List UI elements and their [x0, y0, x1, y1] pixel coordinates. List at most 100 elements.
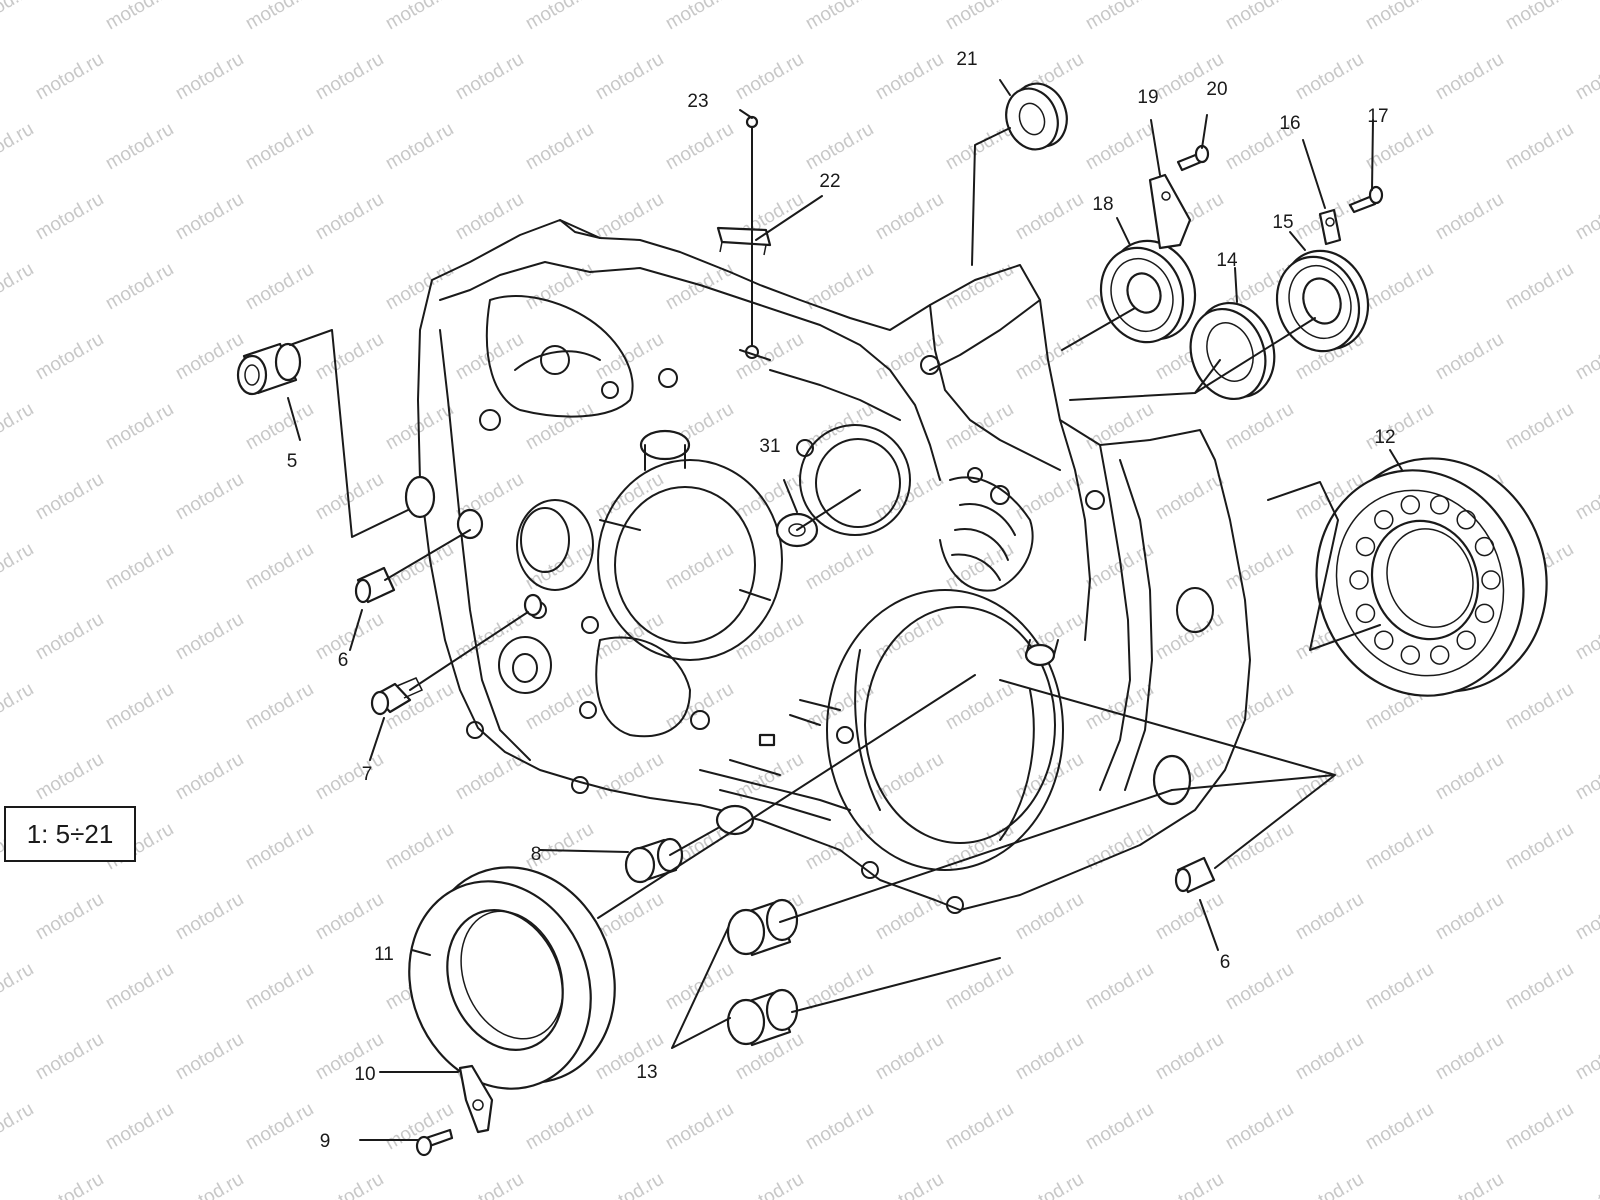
- watermark-text: motod.ru: [522, 679, 597, 735]
- watermark-text: motod.ru: [102, 119, 177, 175]
- scale-label: 1: 5÷21: [26, 818, 114, 849]
- watermark-text: motod.ru: [1362, 819, 1437, 875]
- watermark-text: motod.ru: [312, 609, 387, 665]
- crankcase-half: [404, 219, 1251, 914]
- callout-labels: 5 6 7 8 9 10 11 12 13 14 15 16 17 18 19 …: [287, 49, 1396, 1152]
- watermark-text: motod.ru: [942, 959, 1017, 1015]
- watermark-text: motod.ru: [452, 1169, 527, 1200]
- watermark-text: motod.ru: [172, 329, 247, 385]
- watermark-text: motod.ru: [1012, 329, 1087, 385]
- watermark-text: motod.ru: [1572, 889, 1600, 945]
- watermark-text: motod.ru: [1222, 679, 1297, 735]
- part-18-bearing: [1099, 239, 1197, 344]
- watermark-text: motod.ru: [1222, 0, 1297, 34]
- watermark-text: motod.ru: [662, 1099, 737, 1155]
- watermark-text: motod.ru: [802, 539, 877, 595]
- watermark-text: motod.ru: [1502, 959, 1577, 1015]
- callout-14: 14: [1216, 250, 1238, 271]
- bearing-roller: [1400, 495, 1421, 515]
- part-5-bushing: [236, 342, 302, 396]
- watermark-text: motod.ru: [0, 959, 37, 1015]
- callout-31: 31: [759, 436, 780, 457]
- watermark-text: motod.ru: [1222, 399, 1297, 455]
- watermark-text: motod.ru: [172, 609, 247, 665]
- watermark-text: motod.ru: [1432, 749, 1507, 805]
- watermark-text: motod.ru: [942, 0, 1017, 34]
- watermark-text: motod.ru: [1362, 399, 1437, 455]
- watermark-text: motod.ru: [102, 0, 177, 34]
- callout-7: 7: [362, 764, 373, 785]
- watermark-text: motod.ru: [1152, 609, 1227, 665]
- watermark-text: motod.ru: [1152, 1169, 1227, 1200]
- watermark-text: motod.ru: [1152, 889, 1227, 945]
- watermark-text: motod.ru: [1572, 749, 1600, 805]
- callout-11: 11: [374, 944, 394, 965]
- watermark-text: motod.ru: [592, 749, 667, 805]
- watermark-text: motod.ru: [172, 749, 247, 805]
- watermark-text: motod.ru: [1362, 259, 1437, 315]
- watermark-text: motod.ru: [102, 259, 177, 315]
- bearing-roller: [1355, 536, 1376, 557]
- watermark-text: motod.ru: [872, 189, 947, 245]
- part-6-dowel-left: [354, 566, 396, 604]
- watermark-text: motod.ru: [592, 49, 667, 105]
- watermark-text: motod.ru: [1012, 189, 1087, 245]
- bearing-roller: [1429, 495, 1450, 515]
- watermark-text: motod.ru: [1502, 119, 1577, 175]
- watermark-text: motod.ru: [1572, 49, 1600, 105]
- watermark-text: motod.ru: [172, 1029, 247, 1085]
- part-20-bolt: [1176, 144, 1210, 172]
- watermark-text: motod.ru: [102, 679, 177, 735]
- watermark-text: motod.ru: [1292, 1029, 1367, 1085]
- watermark-text: motod.ru: [1012, 1169, 1087, 1200]
- part-7-plug: [370, 677, 424, 716]
- watermark-text: motod.ru: [662, 119, 737, 175]
- watermark-text: motod.ru: [32, 1169, 107, 1200]
- bearing-roller: [1374, 510, 1394, 530]
- watermark-text: motod.ru: [32, 609, 107, 665]
- watermark-text: motod.ru: [802, 1099, 877, 1155]
- watermark-text: motod.ru: [1572, 189, 1600, 245]
- watermark-text: motod.ru: [242, 959, 317, 1015]
- watermark-text: motod.ru: [1362, 0, 1437, 34]
- part-14-seal: [1189, 301, 1276, 401]
- leader-lines: [287, 79, 1403, 1141]
- watermark-text: motod.ru: [1082, 119, 1157, 175]
- watermark-text: motod.ru: [1292, 749, 1367, 805]
- watermark-text: motod.ru: [0, 539, 37, 595]
- watermark-text: motod.ru: [1222, 819, 1297, 875]
- watermark-text: motod.ru: [242, 539, 317, 595]
- watermark-text: motod.ru: [1502, 259, 1577, 315]
- watermark-text: motod.ru: [662, 679, 737, 735]
- scale-indicator: 1: 5÷21: [4, 806, 136, 862]
- callout-6-right: 6: [1220, 952, 1231, 973]
- watermark-text: motod.ru: [1432, 49, 1507, 105]
- watermark-text: motod.ru: [1012, 889, 1087, 945]
- watermark-text: motod.ru: [1082, 819, 1157, 875]
- part-10-clip: [458, 1064, 494, 1134]
- watermark-text: motod.ru: [32, 49, 107, 105]
- watermark-text: motod.ru: [592, 1169, 667, 1200]
- watermark-text: motod.ru: [872, 889, 947, 945]
- watermark-text: motod.ru: [242, 259, 317, 315]
- watermark-text: motod.ru: [1502, 399, 1577, 455]
- watermark-text: motod.ru: [172, 1169, 247, 1200]
- watermark-text: motod.ru: [0, 119, 37, 175]
- watermark-text: motod.ru: [1362, 1099, 1437, 1155]
- watermark-text: motod.ru: [1502, 679, 1577, 735]
- part-12-roller-bearing: [1315, 457, 1548, 697]
- watermark-text: motod.ru: [802, 819, 877, 875]
- watermark-text: motod.ru: [802, 0, 877, 34]
- watermark-text: motod.ru: [382, 819, 457, 875]
- watermark-text: motod.ru: [1222, 959, 1297, 1015]
- bearing-roller: [1374, 630, 1394, 650]
- watermark-text: motod.ru: [312, 749, 387, 805]
- watermark-text: motod.ru: [242, 1099, 317, 1155]
- watermark-text: motod.ru: [382, 0, 457, 34]
- callout-5: 5: [287, 451, 298, 472]
- watermark-text: motod.ru: [522, 0, 597, 34]
- watermark-text: motod.ru: [1502, 0, 1577, 34]
- watermark-text: motod.ru: [592, 189, 667, 245]
- watermark-text: motod.ru: [522, 399, 597, 455]
